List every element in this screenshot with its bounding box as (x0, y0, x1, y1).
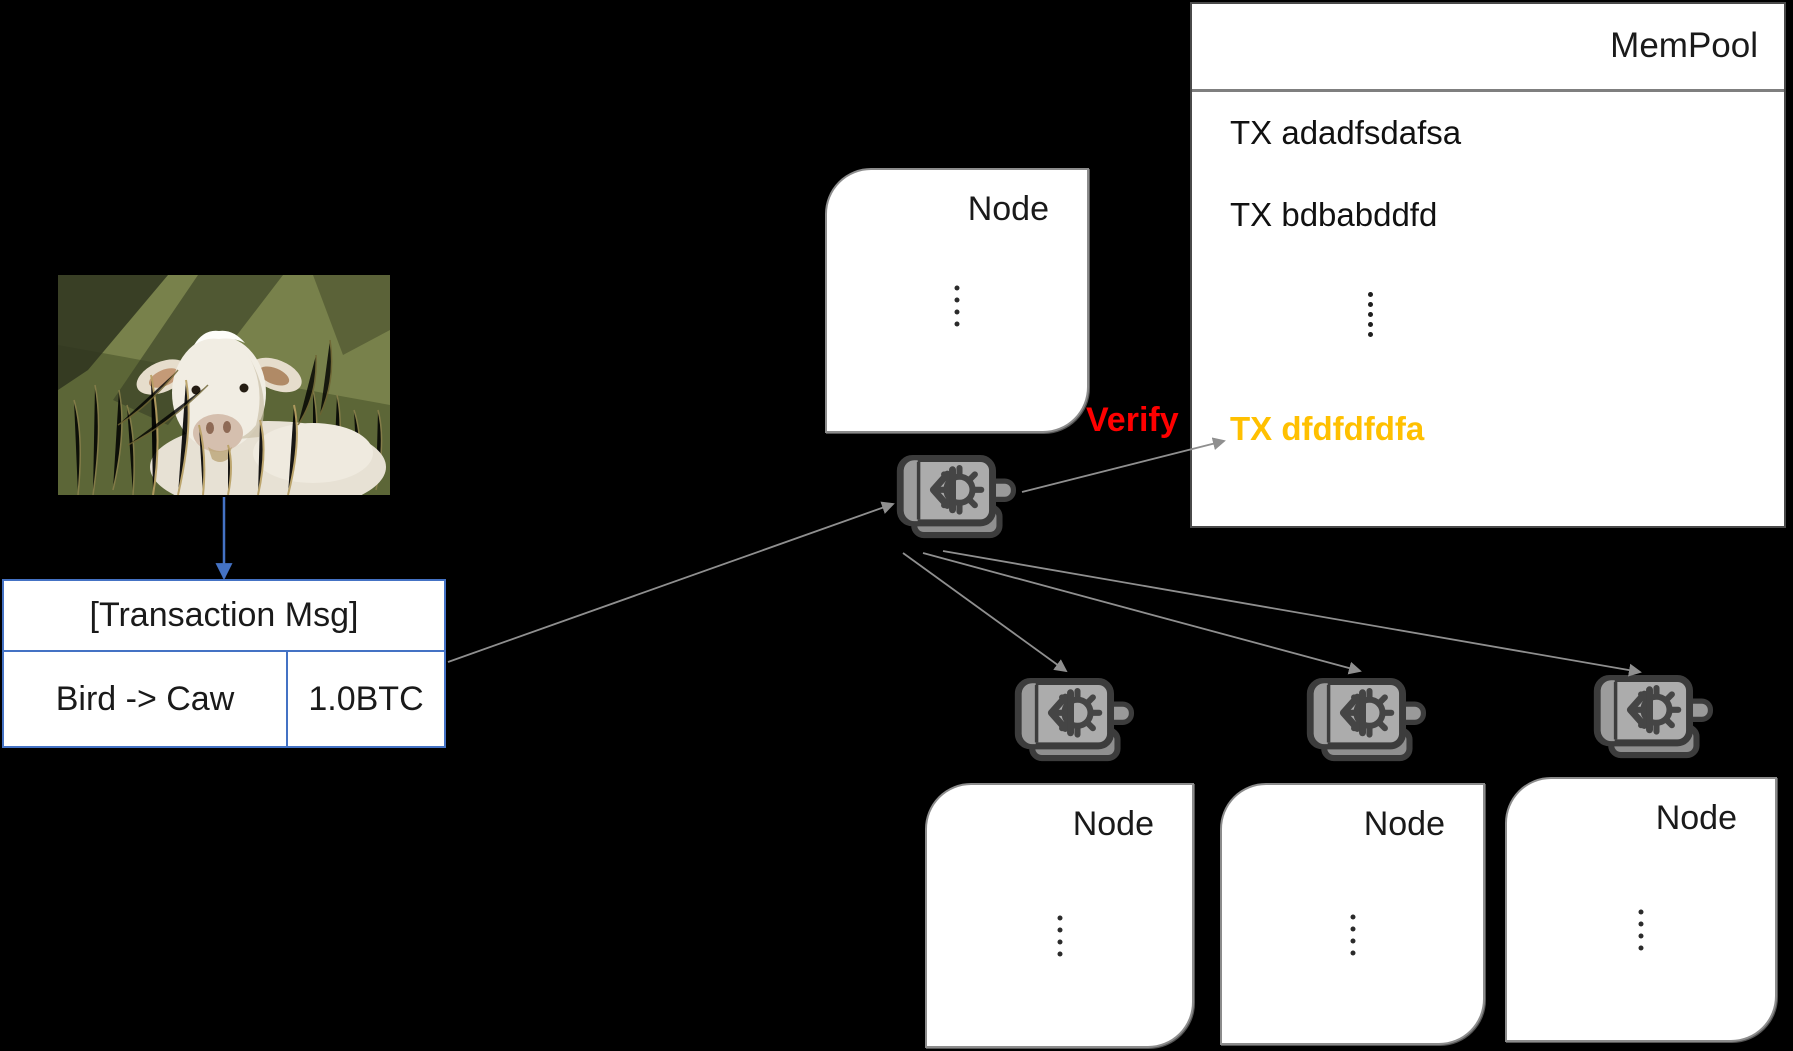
vertical-ellipsis (1638, 909, 1644, 951)
machine-gear-icon-2 (1305, 678, 1427, 765)
arrow-broadcast-2 (922, 552, 1362, 675)
node-box-2: Node (1220, 783, 1485, 1045)
node-label: Node (1363, 805, 1445, 843)
machine-gear-icon-3 (1592, 675, 1714, 762)
node-label: Node (1655, 799, 1737, 837)
node-label: Node (967, 190, 1049, 228)
machine-gear-icon-top (895, 455, 1017, 542)
vertical-ellipsis (1350, 914, 1355, 956)
vertical-ellipsis (1368, 292, 1373, 337)
verify-label: Verify (1086, 401, 1179, 439)
node-box-top: Node (825, 168, 1089, 433)
vertical-ellipsis (954, 285, 960, 327)
transaction-msg-box: [Transaction Msg] Bird -> Caw 1.0BTC (2, 579, 446, 748)
cow-photo-illustration (58, 275, 390, 495)
node-label: Node (1072, 805, 1154, 843)
mempool-panel: MemPool TX adadfsdafsa TX bdbabddfd TX d… (1190, 2, 1786, 528)
machine-gear-icon-1 (1013, 678, 1135, 765)
transaction-row: Bird -> Caw 1.0BTC (4, 652, 444, 746)
vertical-ellipsis (1057, 915, 1062, 957)
arrow-broadcast-3 (942, 550, 1642, 677)
tx-item: TX adadfsdafsa (1230, 114, 1462, 151)
node-box-1: Node (925, 783, 1194, 1048)
arrow-broadcast-1 (902, 552, 1068, 673)
transaction-parties: Bird -> Caw (4, 652, 288, 746)
transaction-title: [Transaction Msg] (4, 581, 444, 652)
arrow-transaction-to-node (447, 501, 895, 663)
node-box-3: Node (1505, 777, 1777, 1042)
mempool-title: MemPool (1610, 26, 1758, 65)
mempool-header: MemPool (1192, 4, 1784, 92)
cow-photo (58, 275, 390, 495)
tx-item-highlighted: TX dfdfdfdfa (1230, 410, 1425, 447)
tx-item: TX bdbabddfd (1230, 196, 1438, 233)
transaction-amount: 1.0BTC (308, 679, 424, 718)
